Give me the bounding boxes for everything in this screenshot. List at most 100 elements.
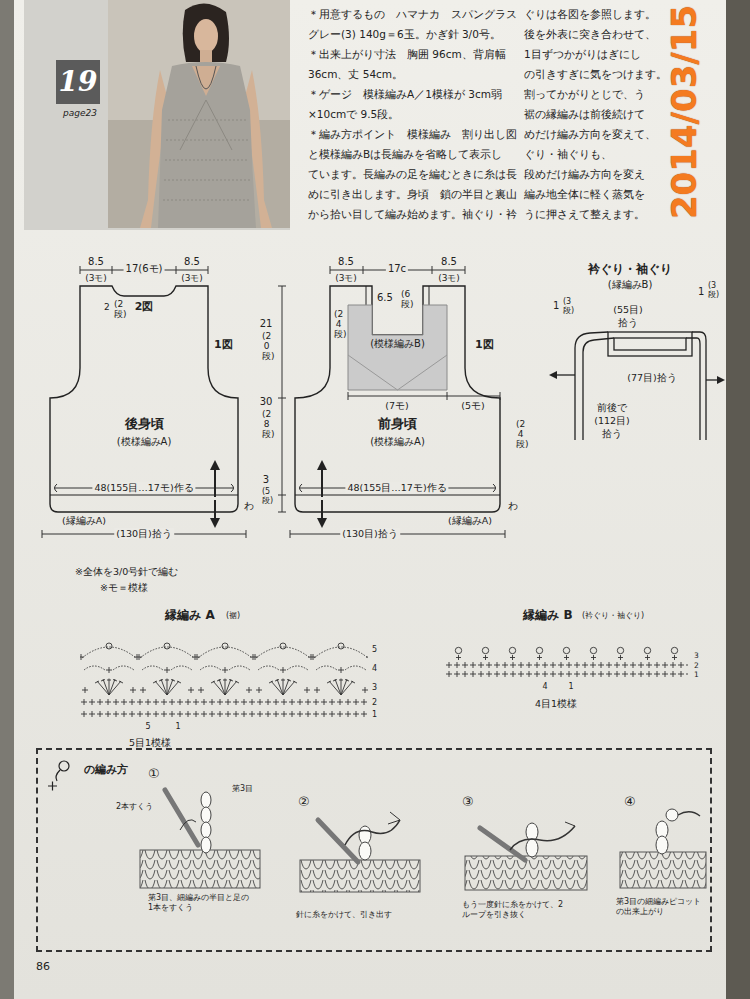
dimension-label: 30 [260,396,273,408]
band-line [50,495,238,496]
dimension-label: (3モ) [438,273,460,284]
instruction-line: めだけ編み方向を変えて、 [524,128,656,141]
dimension-lines [42,266,505,538]
drawing-ellipse [656,836,668,854]
step-label: ② [298,794,310,810]
v-guide [348,355,447,390]
drawing-rect [0,0,14,999]
date-stamp: 2014/03/15 [667,5,701,219]
dimension-label: 8.5 [441,256,457,268]
step-label: 第3目 [232,784,253,794]
dimension-label: 1図 [475,338,494,351]
drawing-rect [24,0,290,230]
page-number: 86 [36,960,50,973]
edging-label: 1 [698,286,704,298]
drawing-path [321,468,323,497]
drawing-polygon [317,518,327,528]
drawing-rect [620,852,706,888]
drawing-path [706,379,718,380]
drawing-ellipse [526,823,538,841]
drawing-ellipse [201,837,211,853]
dimension-label: (6段) [401,290,410,310]
chart-label: 1 [568,682,573,692]
instruction-line: 後を外表に突き合わせて、 [524,28,656,41]
instruction-line: ＊ゲージ 模様編みA／1模様が 3cm弱 [308,88,502,101]
drawing-rect [14,0,726,999]
drawing-rect [445,670,688,678]
drawing-ellipse [201,822,211,838]
drawing-ellipse [526,839,538,857]
instruction-line: ×10cmで 9.5段。 [308,108,399,121]
drawing-path [321,500,323,520]
drawing-rect [80,710,368,718]
dimension-label: (2段) [114,300,123,320]
instruction-line: 裾の縁編みは前後続けて [524,108,645,121]
note-text: ※全体を3/0号針で編む [75,566,178,577]
dimension-label: 48(155目…17モ)作る [92,482,195,493]
chart-label: 縁編み B [523,608,572,622]
drawing-ellipse [359,826,371,844]
instruction-line: ています。長編みの足を編むときに糸は長 [308,168,517,181]
node-text: (模様編みB) [370,338,425,350]
drawing-ellipse [201,792,211,808]
dimension-label: (縁編みA) [62,515,106,526]
drawing-rect [445,661,688,669]
edging-label: (3段) [708,282,716,300]
drawing-path [214,500,216,520]
shaded-region [348,305,447,390]
drawing-path [318,820,358,862]
step-label: 第3目、細編みの半目と足の1本をすくう [148,893,252,912]
instruction-line: 1目ずつかがりはぎにし [524,48,641,61]
drawing-path [214,468,216,497]
drawing-rect [445,646,688,660]
instruction-line: グレー(3) 140g＝6玉。かぎ針 3/0号。 [308,28,501,41]
drawing-path [388,812,400,824]
node-text: page23 [63,108,97,119]
drawing-ellipse [359,842,371,860]
chart-label: 4 [542,682,547,692]
instruction-line: ＊用意するもの ハマナカ スパングラス [308,8,517,21]
instruction-line: と模様編みBは長編みを省略して表示し [308,148,502,161]
pattern-b-region: (模様編みB) [348,305,447,390]
pattern-badge: 19page23 [52,58,108,126]
step-label: 針に糸をかけて、引き出す [296,910,416,920]
step-label: 第3目の細編みピコットの出来上がり [616,897,708,916]
edging-label: 前後で [597,402,627,413]
chart-label: 縁編み A [165,608,214,622]
instruction-line: めに引き出します。身頃 鎖の半目と裏山 [308,188,517,201]
drawing-rect [608,332,692,356]
front-piece: 前身頃(模様編みA)(模様編みB) [295,286,500,512]
edging-diagram [549,332,725,440]
chart-label: 1 [175,722,180,732]
step-label: ③ [462,794,474,810]
chart-label: 5 [372,645,377,655]
piece-outline [295,286,500,512]
step-label: ① [148,766,160,782]
drawing-rect [80,662,368,674]
back-piece: 後身頃(模様編みA) [50,286,238,512]
edging-label: 衿ぐり・袖ぐり [588,262,672,276]
edging-label: 1 [553,300,559,312]
instruction-line: 割ってかがりとじで、う [524,88,645,101]
dimension-label: 6.5 [377,292,393,304]
photo [24,0,290,230]
drawing-ellipse [201,807,211,823]
drawing-path [163,120,251,200]
drawing-circle [666,809,678,821]
drawing-path [158,62,256,228]
dimension-label: (24段) [334,310,343,340]
drawing-path [165,790,198,845]
edging-label: (3段) [563,298,571,316]
drawing-rect [80,698,368,706]
technique-drawings [48,761,706,892]
dimension-label: 17(6モ) [124,263,165,275]
dimension-label: 3 [263,474,269,486]
dimension-label: 1図 [214,338,233,351]
node-outline [295,286,500,512]
dimension-label: (24段) [516,420,525,450]
drawing-path [345,820,400,845]
piece-outline [50,286,238,512]
chart-label: 1 [694,670,699,679]
drawing-path [480,828,525,860]
